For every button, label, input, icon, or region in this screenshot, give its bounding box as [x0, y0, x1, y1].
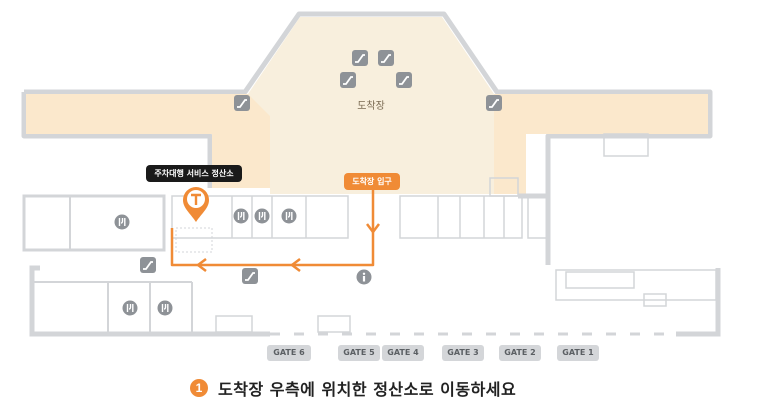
escalator-icon: [486, 95, 502, 111]
escalator-icon: [396, 72, 412, 88]
route-arrow-left-2: [196, 258, 207, 272]
escalator-icons: [140, 50, 502, 284]
arrival-hall-area: [248, 17, 494, 194]
escalator-icon: [352, 50, 368, 66]
left-room-block: [22, 194, 349, 253]
restaurant-icon: [122, 300, 138, 316]
gate-6-badge: GATE 6: [267, 345, 311, 361]
location-pin-icon[interactable]: [183, 187, 209, 222]
instruction-text: 도착장 우측에 위치한 정산소로 이동하세요: [218, 380, 517, 399]
arrival-zones: [26, 17, 708, 194]
escalator-icon: [378, 50, 394, 66]
restaurant-icons: [114, 208, 297, 316]
restaurant-icon: [281, 208, 297, 224]
gate-4-badge: GATE 4: [382, 345, 424, 361]
walking-route: [170, 190, 380, 272]
gate-2-badge: GATE 2: [499, 345, 541, 361]
center-right-rooms: [399, 195, 549, 239]
information-icon: [356, 269, 372, 285]
escalator-icon: [340, 72, 356, 88]
restaurant-icon: [157, 300, 173, 316]
step-number-badge: 1: [190, 379, 208, 397]
upper-building-walls: [21, 11, 713, 265]
escalator-icon: [234, 95, 250, 111]
gate-5-badge: GATE 5: [338, 345, 380, 361]
arrival-hall-label: 도착장: [357, 100, 385, 112]
route-arrow-down: [366, 223, 380, 234]
gate-3-badge: GATE 3: [442, 345, 484, 361]
restaurant-icon: [233, 208, 249, 224]
valet-office-label[interactable]: 주차대행 서비스 정산소: [146, 165, 242, 182]
gate-1-badge: GATE 1: [557, 345, 599, 361]
escalator-icon: [242, 268, 258, 284]
restaurant-icon: [114, 214, 130, 230]
route-arrow-left-1: [290, 258, 301, 272]
arrival-entrance-label[interactable]: 도착장 입구: [344, 173, 400, 190]
restaurant-icon: [254, 208, 270, 224]
escalator-icon: [140, 257, 156, 273]
lower-building: [29, 265, 680, 337]
instruction-caption: 1 도착장 우측에 위치한 정산소로 이동하세요: [190, 376, 516, 400]
